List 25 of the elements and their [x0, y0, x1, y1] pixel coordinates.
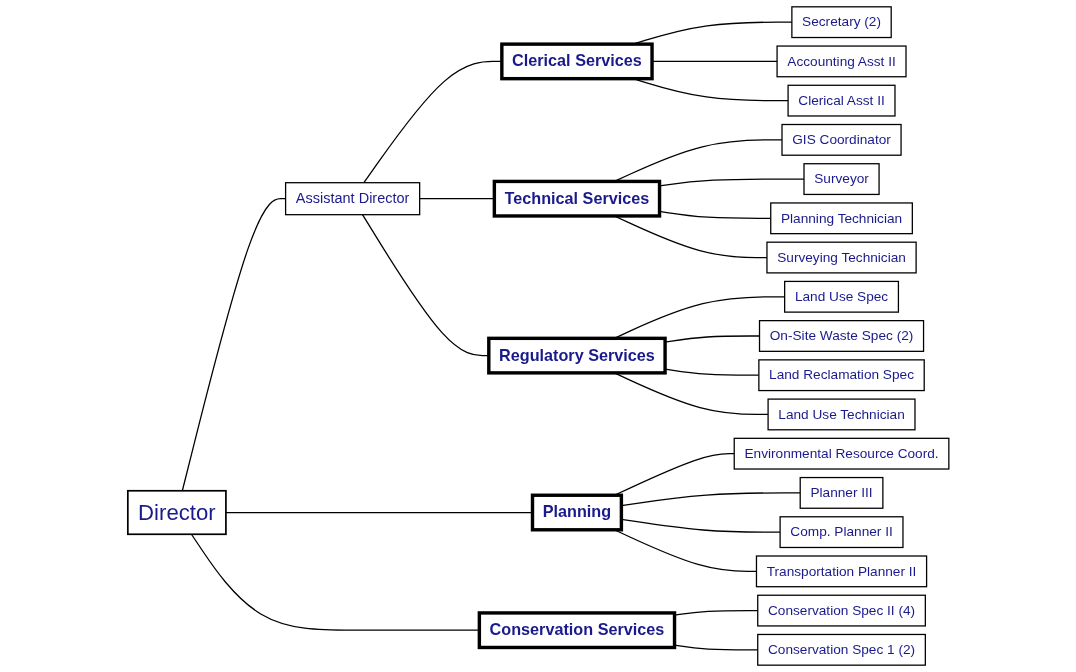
node-box: Conservation Spec 1 (2) [756, 633, 926, 666]
node-box: Assistant Director [284, 182, 420, 216]
node-box: GIS Coordinator [781, 123, 902, 156]
node-box: Regulatory Services [486, 336, 667, 375]
node-box: Transportation Planner II [755, 555, 927, 588]
node-box: On-Site Waste Spec (2) [758, 320, 924, 352]
node-box: Planner III [799, 476, 884, 509]
node-box: Land Reclamation Spec [757, 359, 925, 392]
node-box: Clerical Asst II [787, 84, 896, 117]
node-box: Land Use Technician [767, 398, 916, 431]
node-box: Secretary (2) [790, 6, 892, 39]
node-box: Clerical Services [499, 42, 654, 81]
node-box: Environmental Resource Coord. [733, 437, 950, 470]
node-box: Conservation Spec II (4) [756, 594, 926, 627]
node-box: Land Use Spec [783, 280, 899, 313]
node-box: Planning [530, 493, 623, 532]
node-box: Surveyor [803, 163, 880, 196]
node-box: Technical Services [492, 179, 661, 218]
node-box: Surveying Technician [766, 241, 917, 274]
connector [181, 198, 286, 492]
node-box: Conservation Services [477, 611, 676, 650]
node-box: Comp. Planner II [779, 516, 904, 549]
node-box: Planning Technician [769, 202, 913, 235]
node-box: Accounting Asst II [776, 45, 907, 78]
node-box: Director [126, 489, 227, 536]
